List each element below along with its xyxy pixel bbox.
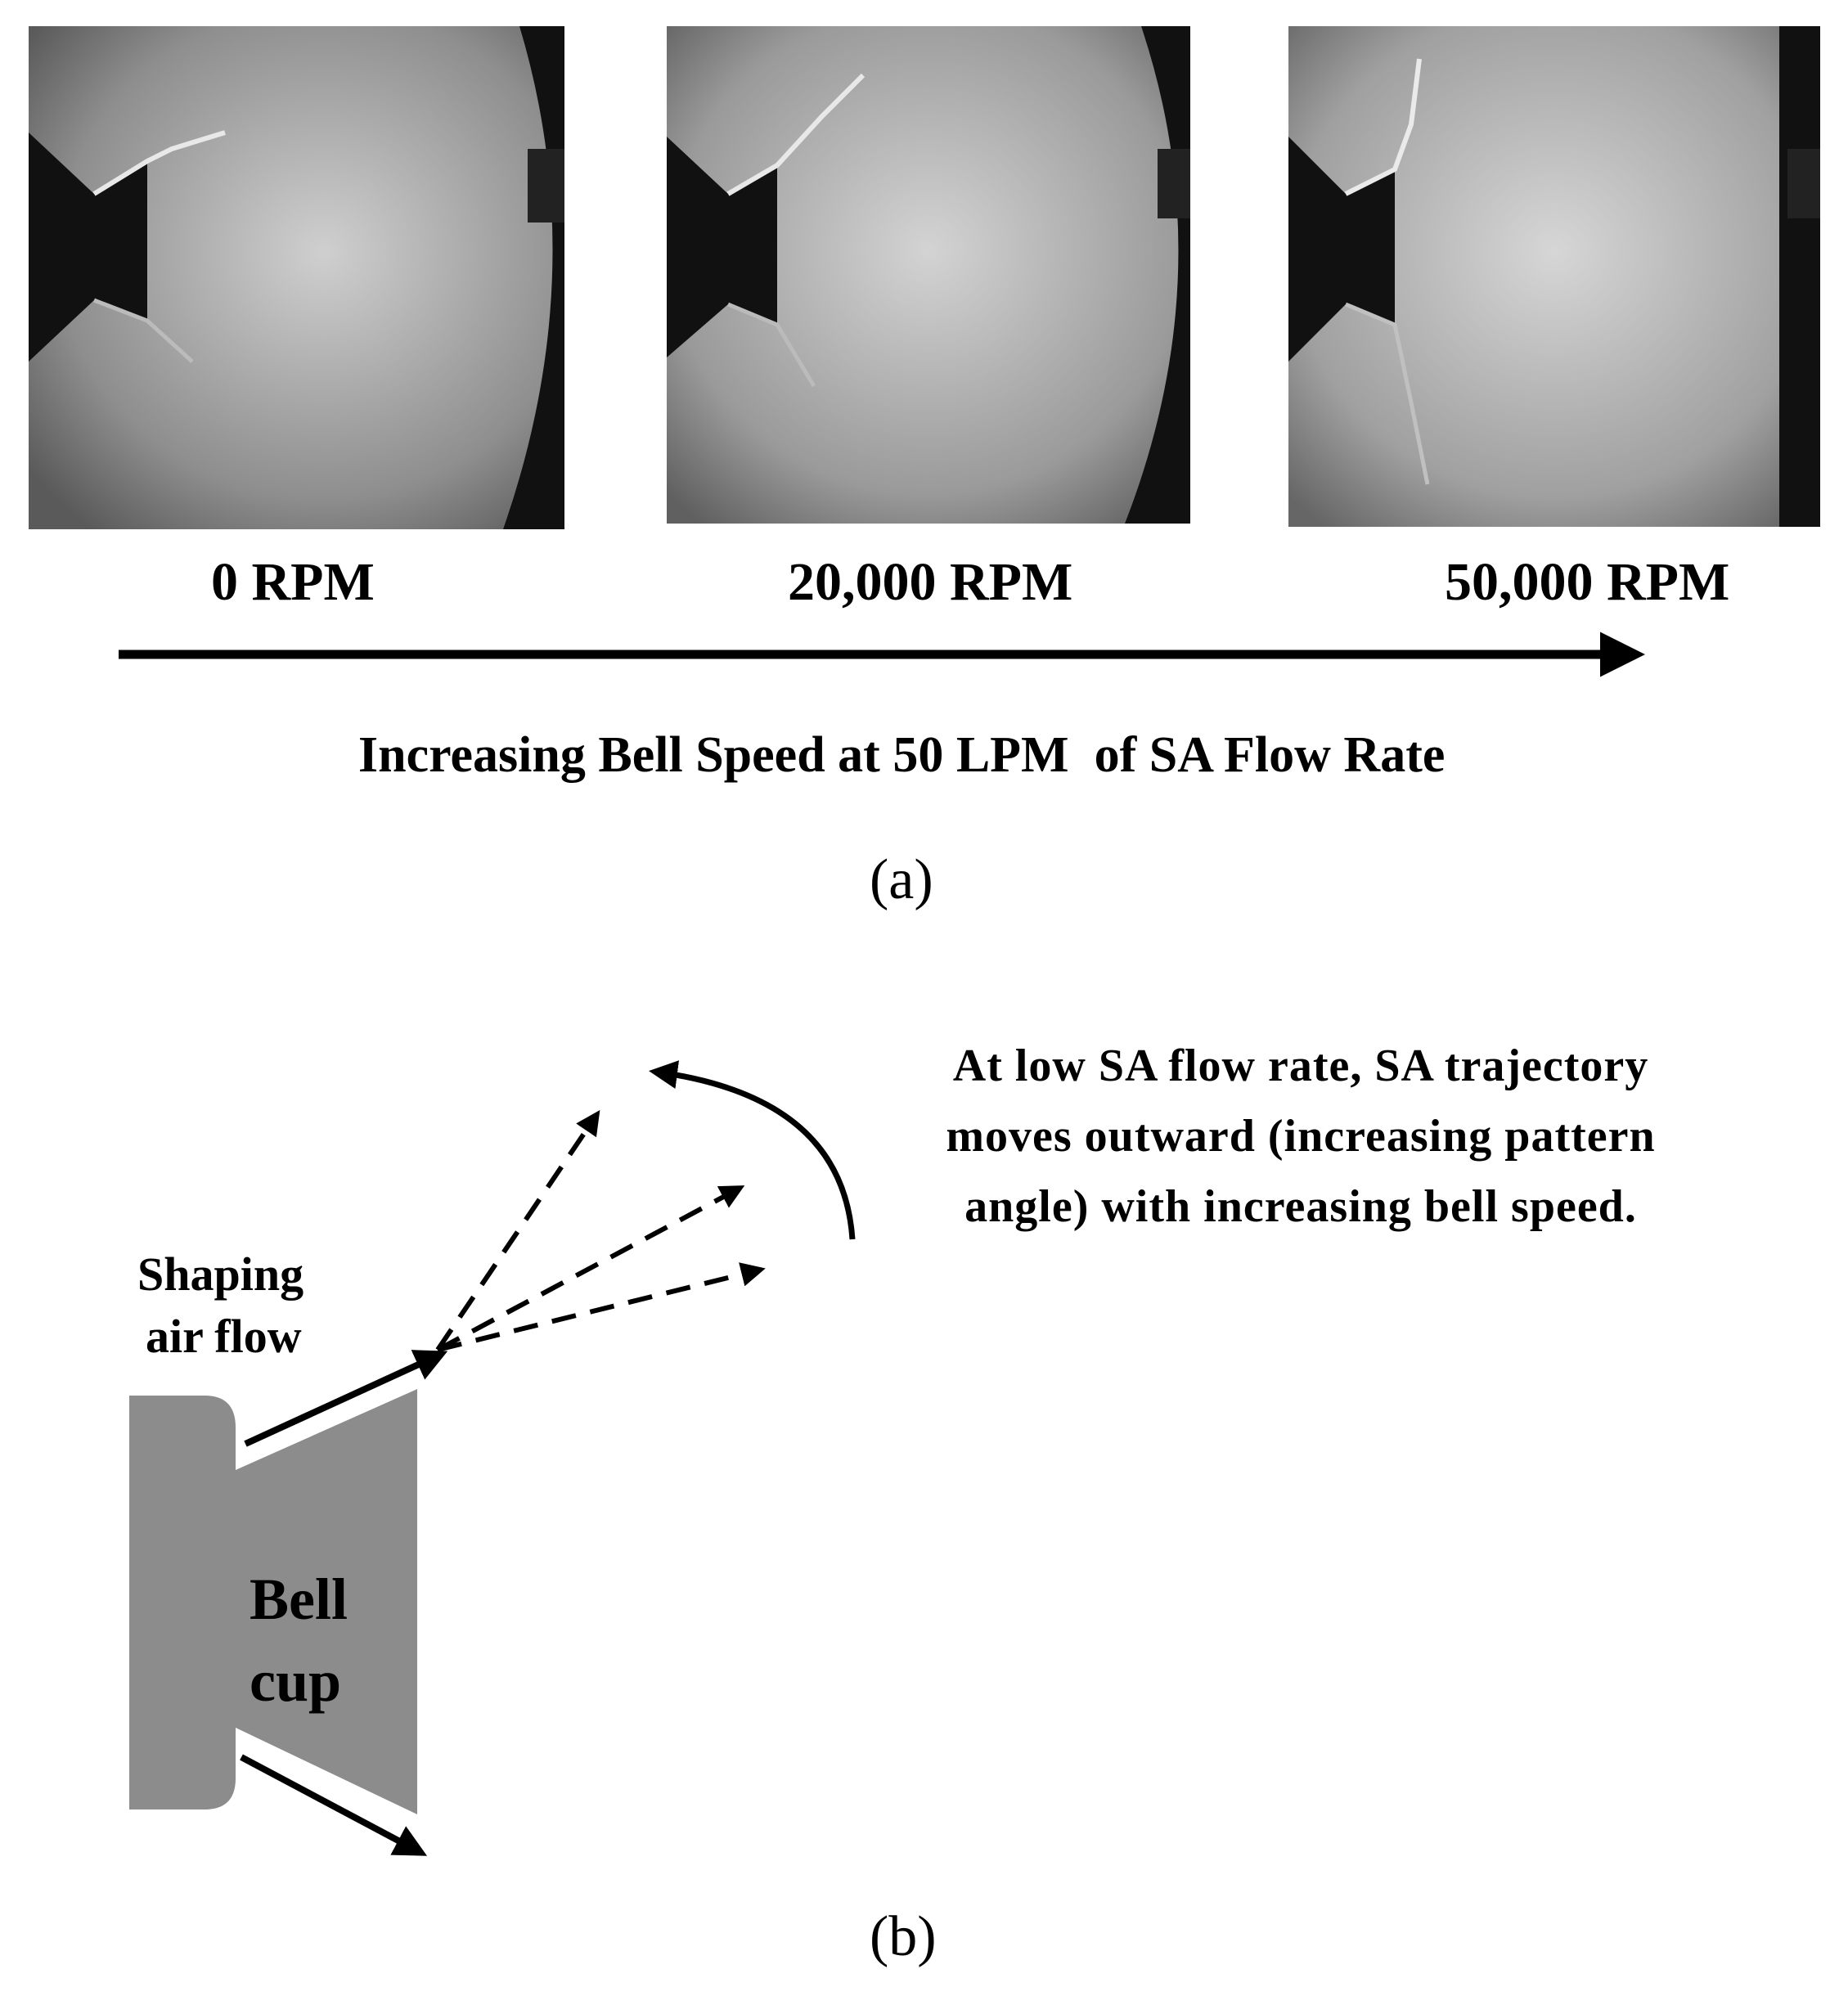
photo-label-0-rpm: 0 RPM: [211, 552, 375, 612]
panel-b-label: (b): [870, 1905, 937, 1968]
shaping-air-label: Shaping air flow: [137, 1243, 304, 1368]
bell-cup-label-line1: Bell: [250, 1567, 348, 1632]
outward-curve-arrow: [649, 1060, 856, 1240]
shaping-air-arrow-upper: [244, 1350, 448, 1447]
shaping-air-label-line2: air flow: [146, 1310, 302, 1363]
annotation-line3: angle) with increasing bell speed.: [964, 1181, 1637, 1232]
trajectory-dashed-2: [436, 1185, 745, 1352]
panel-a-label: (a): [870, 848, 933, 911]
annotation-line2: moves outward (increasing pattern: [946, 1111, 1656, 1162]
panel-a-caption: Increasing Bell Speed at 50 LPM of SA Fl…: [358, 727, 1446, 783]
bell-cup-label-line2: cup: [250, 1648, 342, 1714]
photo-label-20000-rpm: 20,000 RPM: [788, 552, 1073, 612]
trajectory-dashed-1: [435, 1110, 600, 1351]
photo-50000-rpm: [1288, 26, 1820, 527]
photo-20000-rpm: [667, 26, 1190, 524]
bell-cup-shape: [129, 1389, 417, 1814]
trajectory-annotation: At low SA flow rate, SA trajectory moves…: [851, 1031, 1751, 1242]
shaping-air-label-line1: Shaping: [137, 1248, 304, 1301]
bell-cup-label: Bell cup: [250, 1558, 348, 1722]
shaping-air-arrow-lower: [240, 1754, 428, 1856]
annotation-line1: At low SA flow rate, SA trajectory: [952, 1041, 1649, 1091]
photo-0-rpm: [29, 26, 564, 529]
trajectory-dashed-3: [437, 1262, 766, 1352]
photo-label-50000-rpm: 50,000 RPM: [1445, 552, 1730, 612]
